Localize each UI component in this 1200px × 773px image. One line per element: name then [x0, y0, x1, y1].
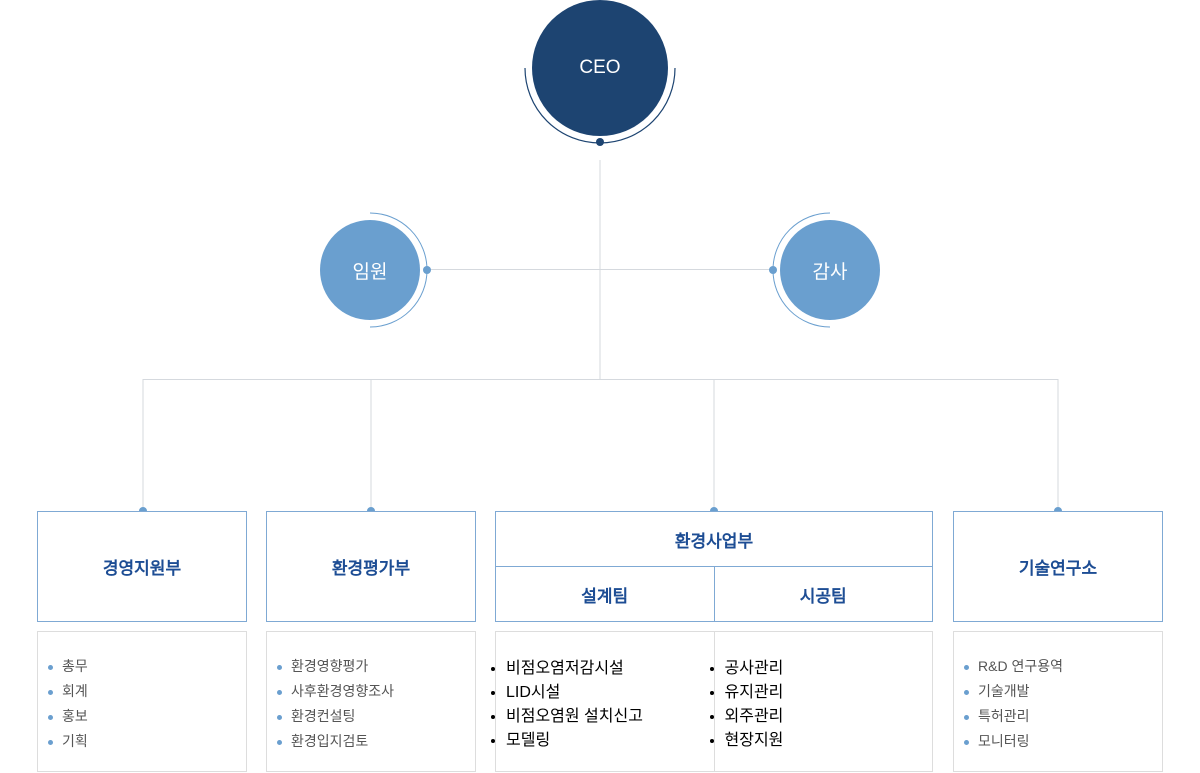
- team-duties-list: 비점오염저감시설 LID시설 비점오염원 설치신고 모델링 공사관리 유지관리 …: [495, 631, 933, 772]
- dept-environmental-assessment: 환경평가부: [266, 511, 476, 622]
- audit-label: 감사: [812, 261, 848, 283]
- dept-duties-list: 환경영향평가 사후환경영향조사 환경컨설팅 환경입지검토: [266, 631, 476, 772]
- team-design: 설계팀: [496, 567, 715, 621]
- executive-label: 임원: [352, 261, 388, 283]
- dept-management-support: 경영지원부: [37, 511, 247, 622]
- list-item: 공사관리: [725, 654, 933, 678]
- team-construction: 시공팀: [799, 586, 847, 606]
- audit-node: 감사: [780, 220, 880, 320]
- list-item: 환경컨설팅: [277, 704, 475, 729]
- dept-research-institute: 기술연구소: [953, 511, 1163, 622]
- list-item: 외주관리: [725, 702, 933, 726]
- list-item: 사후환경영향조사: [277, 679, 475, 704]
- list-item: 홍보: [48, 704, 246, 729]
- dept-duties-list: 총무 회계 홍보 기획: [37, 631, 247, 772]
- list-item: 모델링: [506, 726, 714, 750]
- ceo-dot: [596, 138, 604, 146]
- ceo-label: CEO: [579, 57, 621, 78]
- dept-name: 경영지원부: [102, 559, 182, 578]
- dept-duties-list: R&D 연구용역 기술개발 특허관리 모니터링: [953, 631, 1163, 772]
- list-item: 비점오염저감시설: [506, 654, 714, 678]
- list-item: 현장지원: [725, 726, 933, 750]
- list-item: 특허관리: [964, 704, 1162, 729]
- audit-dot: [769, 266, 777, 274]
- executive-node: 임원: [320, 220, 420, 320]
- list-item: 모니터링: [964, 729, 1162, 754]
- dept-name: 환경평가부: [331, 559, 411, 578]
- list-item: 기술개발: [964, 679, 1162, 704]
- exec-dot: [423, 266, 431, 274]
- list-item: 회계: [48, 679, 246, 704]
- list-item: R&D 연구용역: [964, 654, 1162, 679]
- list-item: 기획: [48, 729, 246, 754]
- list-item: 유지관리: [725, 678, 933, 702]
- list-item: LID시설: [506, 678, 714, 702]
- list-item: 총무: [48, 654, 246, 679]
- list-item: 환경영향평가: [277, 654, 475, 679]
- list-item: 비점오염원 설치신고: [506, 702, 714, 726]
- dept-environmental-business: 환경사업부 설계팀 시공팀: [495, 511, 933, 622]
- dept-name: 환경사업부: [496, 512, 932, 567]
- list-item: 환경입지검토: [277, 729, 475, 754]
- dept-bus-line: [142, 379, 1059, 511]
- ceo-node: CEO: [532, 0, 668, 136]
- dept-name: 기술연구소: [1018, 559, 1098, 578]
